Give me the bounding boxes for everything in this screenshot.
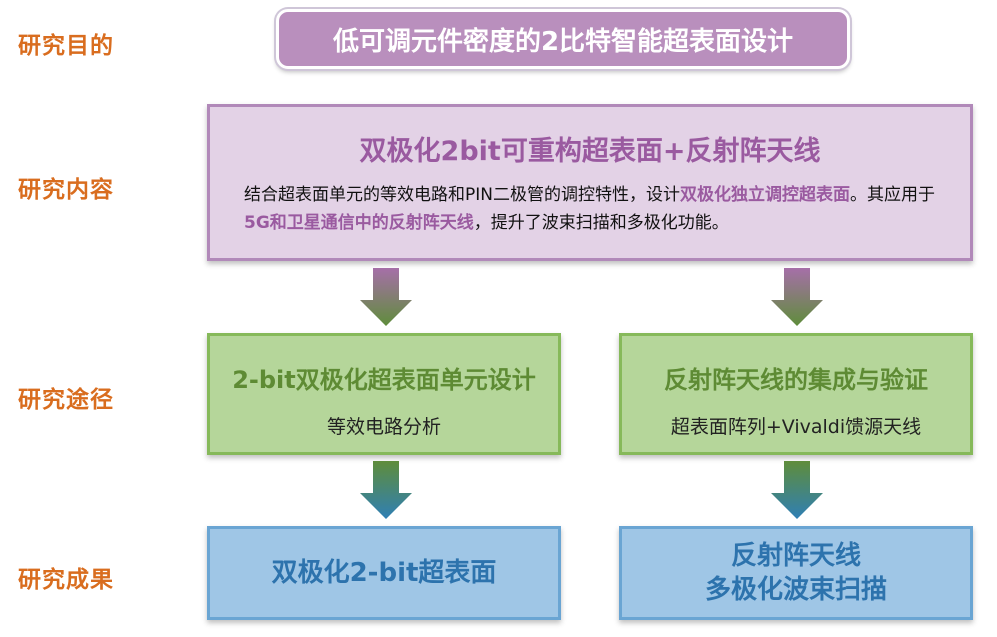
- label-method: 研究途径: [18, 387, 114, 413]
- purpose-text: 低可调元件密度的2比特智能超表面设计: [332, 26, 794, 57]
- method-left-subtitle: 等效电路分析: [326, 416, 441, 438]
- result-left-box: 双极化2-bit超表面: [207, 526, 561, 620]
- result-right-line-1: 反射阵天线: [730, 541, 861, 571]
- content-desc-highlight-2: 5G和卫星通信中的反射阵天线: [244, 213, 474, 233]
- arrow-method-to-result-left: [360, 461, 412, 519]
- result-right-box: 反射阵天线 多极化波束扫描: [619, 526, 973, 620]
- content-desc-part-3: ，提升了波束扫描和多极化功能。: [473, 213, 729, 233]
- method-right-box: 反射阵天线的集成与验证 超表面阵列+Vivaldi馈源天线: [619, 333, 973, 455]
- content-description: 结合超表面单元的等效电路和PIN二极管的调控特性，设计双极化独立调控超表面。其应…: [244, 181, 948, 237]
- method-right-title: 反射阵天线的集成与验证: [664, 366, 928, 394]
- result-right-line-2: 多极化波束扫描: [704, 575, 887, 605]
- label-purpose: 研究目的: [18, 33, 114, 59]
- purpose-box: 低可调元件密度的2比特智能超表面设计: [276, 9, 850, 69]
- arrow-content-to-method-right: [771, 268, 823, 326]
- label-content: 研究内容: [18, 177, 114, 203]
- content-title: 双极化2bit可重构超表面+反射阵天线: [359, 136, 821, 167]
- label-result: 研究成果: [18, 567, 114, 593]
- method-right-subtitle: 超表面阵列+Vivaldi馈源天线: [670, 416, 922, 438]
- content-desc-part-2: 。其应用于: [849, 185, 935, 205]
- content-desc-highlight-1: 双极化独立调控超表面: [679, 185, 850, 205]
- arrow-method-to-result-right: [771, 461, 823, 519]
- content-desc-part-1: 结合超表面单元的等效电路和PIN二极管的调控特性，设计: [244, 185, 680, 205]
- content-box: 双极化2bit可重构超表面+反射阵天线 结合超表面单元的等效电路和PIN二极管的…: [207, 104, 973, 261]
- method-left-box: 2-bit双极化超表面单元设计 等效电路分析: [207, 333, 561, 455]
- method-left-title: 2-bit双极化超表面单元设计: [232, 366, 536, 394]
- result-left-text: 双极化2-bit超表面: [271, 558, 497, 588]
- arrow-content-to-method-left: [360, 268, 412, 326]
